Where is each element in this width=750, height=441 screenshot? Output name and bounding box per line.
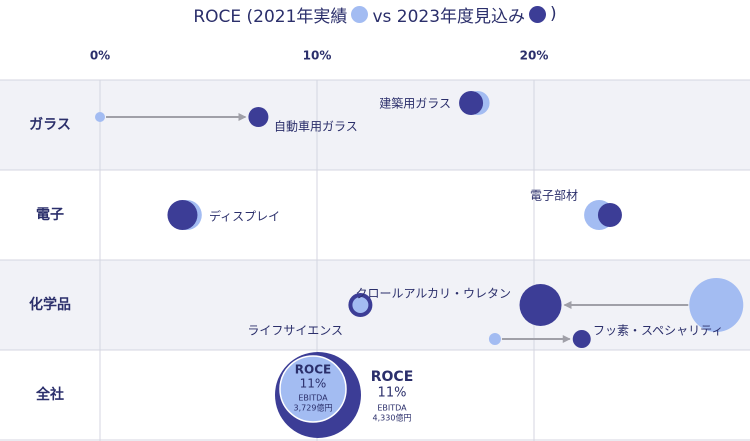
bubble-2023 [459,91,484,115]
category-label: 化学品 [29,296,71,313]
bubble-2023 [248,107,269,127]
point-label: 建築用ガラス [379,96,451,111]
total-bubble-2021-ring [279,355,347,423]
total-inner-ebitda-value: 3,729億円 [294,403,333,413]
total-outer-roce: 11% [378,386,407,401]
bubble-2021 [488,333,501,345]
chart-title: ROCE (2021年実績 vs 2023年度見込み ) [0,0,750,28]
point-label: ライフサイエンス [247,324,343,338]
category-label: 全社 [35,386,64,403]
total-bubble-2021 [280,356,346,422]
x-tick-label: 20% [520,49,549,63]
total-outer-ebitda-value: 4,330億円 [373,413,412,423]
title-suffix: ) [550,4,557,24]
legend-dot-2021 [351,5,369,23]
point-label: 電子部材 [530,188,578,203]
bubble-2023 [572,330,591,348]
point-label: 自動車用ガラス [274,120,358,134]
bubble-2023 [519,284,562,326]
bubble-2023 [167,200,198,230]
total-outer-title: ROCE [371,369,414,385]
total-outer-ebitda-label: EBITDA [377,404,407,413]
row-band-0 [0,80,750,170]
point-label: フッ素・スペシャリティ [593,324,723,338]
total-inner-ebitda-label: EBITDA [298,394,328,403]
total-inner-roce: 11% [300,377,327,391]
x-tick-label: 0% [90,49,110,63]
category-label: ガラス [29,117,71,133]
bubble-2021 [95,112,105,122]
point-label: クロールアルカリ・ウレタン [355,287,511,301]
bubble-2021 [689,278,744,332]
title-prefix: ROCE (2021年実績 [193,6,348,27]
x-tick-label: 10% [303,49,332,63]
legend-dot-2023 [529,5,547,23]
category-label: 電子 [36,206,64,223]
total-inner-title: ROCE [295,363,331,377]
bubble-2021 [352,297,369,313]
bubble-2023 [597,203,622,227]
title-middle: vs 2023年度見込み [372,6,526,27]
point-label: ディスプレイ [209,209,280,224]
